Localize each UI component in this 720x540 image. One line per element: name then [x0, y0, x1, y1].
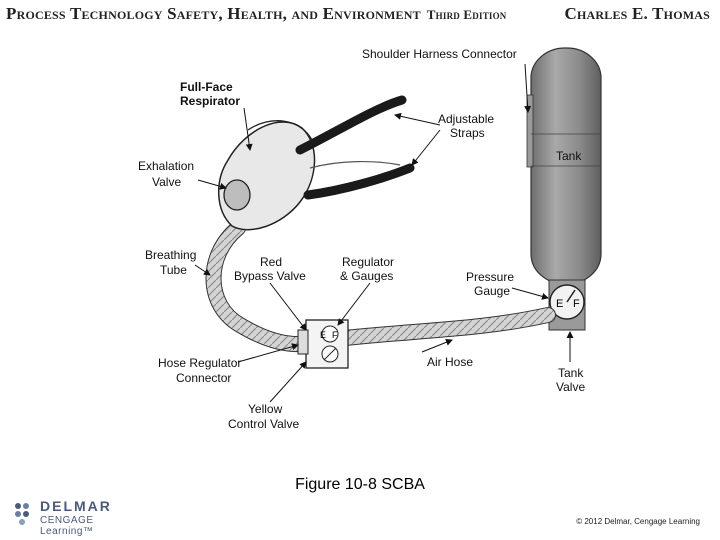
- air-tank: [526, 47, 602, 285]
- label-exhalation-2: Valve: [152, 175, 182, 189]
- label-tank: Tank: [556, 149, 582, 163]
- upper-strap: [295, 95, 407, 155]
- label-adjustable-2: Straps: [450, 126, 485, 140]
- regulator-f-marking: F: [332, 330, 338, 340]
- gauge-f-marking: F: [573, 298, 580, 310]
- label-red-bypass-2: Bypass Valve: [234, 269, 306, 283]
- logo-name: DELMAR: [40, 498, 112, 514]
- label-pressure-1: Pressure: [466, 270, 515, 284]
- logo-subtitle: CENGAGE Learning™: [40, 515, 94, 537]
- label-tank-valve-1: Tank: [558, 366, 584, 380]
- label-exhalation-1: Exhalation: [138, 159, 195, 173]
- lower-strap: [303, 163, 415, 200]
- book-title-header: Process Technology Safety, Health, and E…: [6, 4, 507, 24]
- logo-dots-icon: [15, 503, 29, 525]
- book-title: Process Technology Safety, Health, and E…: [6, 4, 421, 23]
- copyright-notice: © 2012 Delmar, Cengage Learning: [576, 517, 700, 526]
- label-breathing-2: Tube: [160, 263, 187, 277]
- label-air-hose: Air Hose: [427, 355, 474, 369]
- label-shoulder-harness: Shoulder Harness Connector: [362, 47, 517, 61]
- gauge-e-marking: E: [556, 298, 563, 310]
- label-regulator-2: & Gauges: [340, 269, 394, 283]
- tank-valve: [548, 279, 586, 331]
- label-regulator-1: Regulator: [342, 255, 395, 269]
- label-adjustable-1: Adjustable: [438, 112, 495, 126]
- regulator-block: [297, 319, 349, 369]
- book-edition: Third Edition: [426, 7, 507, 22]
- label-red-bypass-1: Red: [260, 255, 283, 269]
- label-breathing-1: Breathing: [145, 248, 197, 262]
- label-hose-regulator-1: Hose Regulator: [158, 356, 242, 370]
- label-full-face-2: Respirator: [180, 94, 241, 108]
- figure-caption: Figure 10-8 SCBA: [295, 476, 425, 493]
- regulator-e-marking: E: [320, 330, 326, 340]
- full-face-respirator: [217, 120, 316, 231]
- label-pressure-2: Gauge: [474, 284, 511, 298]
- book-author: Charles E. Thomas: [564, 4, 710, 23]
- label-full-face-1: Full-Face: [180, 80, 233, 94]
- leader-lines: [194, 63, 574, 403]
- label-tank-valve-2: Valve: [556, 380, 586, 394]
- label-yellow-1: Yellow: [248, 402, 283, 416]
- delmar-cengage-logo: DELMAR CENGAGE Learning™: [10, 498, 150, 537]
- label-yellow-2: Control Valve: [228, 417, 300, 431]
- label-hose-regulator-2: Connector: [176, 371, 232, 385]
